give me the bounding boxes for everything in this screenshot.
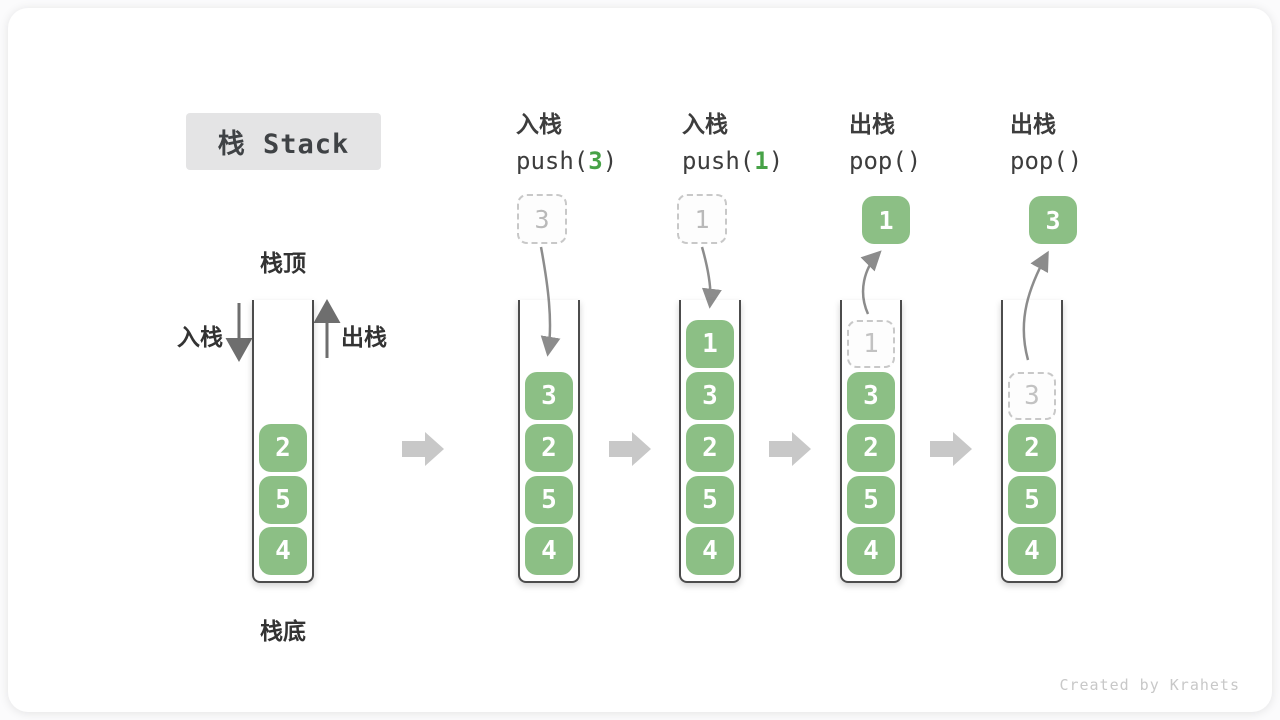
stack-initial-item-2: 2 <box>259 424 307 472</box>
stack-after-pop-3-item-2: 2 <box>1008 424 1056 472</box>
operation-code: push(3) <box>516 143 617 180</box>
stack-after-push-1-item-5: 5 <box>686 475 734 524</box>
stack-after-push-1-item-2: 2 <box>686 424 734 472</box>
stack-after-push-1-item-3: 3 <box>686 372 734 420</box>
pop-direction-label: 出栈 <box>341 324 387 350</box>
code-suffix: ) <box>1067 147 1083 175</box>
code-argument: 1 <box>754 147 769 175</box>
code-suffix: ) <box>906 147 922 175</box>
floating-value-1: 1 <box>862 196 910 244</box>
stack-container-initial <box>252 300 314 583</box>
stack-after-pop-1-item-3: 3 <box>847 372 895 420</box>
stack-after-pop-1-item-1: 1 <box>847 320 895 368</box>
code-prefix: pop( <box>1010 147 1068 175</box>
code-suffix: ) <box>768 147 784 175</box>
operation-name: 出栈 <box>849 111 895 137</box>
page-title: 栈 Stack <box>217 129 350 160</box>
operation-header-3: 出栈 pop() <box>849 106 921 180</box>
stack-after-push-1-item-1: 1 <box>686 320 734 368</box>
push-direction-label: 入栈 <box>177 324 223 350</box>
code-argument: 3 <box>588 147 603 175</box>
stack-initial-item-4: 4 <box>259 527 307 575</box>
floating-value-3: 3 <box>517 194 567 244</box>
operation-name: 出栈 <box>1010 111 1056 137</box>
stack-after-push-3-item-5: 5 <box>525 475 573 524</box>
code-prefix: pop( <box>849 147 907 175</box>
title-box: 栈 Stack <box>186 113 381 170</box>
stack-container-after-push-3 <box>518 300 580 583</box>
operation-code: pop() <box>849 143 921 180</box>
stack-after-pop-3-item-3: 3 <box>1008 372 1056 420</box>
operation-code: pop() <box>1010 143 1082 180</box>
stack-bottom-label: 栈底 <box>260 618 306 644</box>
stack-container-after-push-1 <box>679 300 741 583</box>
stack-after-pop-3-item-4: 4 <box>1008 527 1056 575</box>
stack-after-pop-1-item-2: 2 <box>847 424 895 472</box>
stack-after-push-3-item-4: 4 <box>525 527 573 575</box>
code-prefix: push( <box>682 147 755 175</box>
watermark: Created by Krahets <box>1059 676 1240 694</box>
operation-name: 入栈 <box>516 111 562 137</box>
stack-after-push-3-item-2: 2 <box>525 424 573 472</box>
operation-code: push(1) <box>682 143 783 180</box>
stack-after-pop-1-item-4: 4 <box>847 527 895 575</box>
operation-name: 入栈 <box>682 111 728 137</box>
stack-container-after-pop-3 <box>1001 300 1063 583</box>
stack-after-pop-1-item-5: 5 <box>847 475 895 524</box>
code-suffix: ) <box>602 147 618 175</box>
floating-value-3: 3 <box>1029 196 1077 244</box>
stack-after-pop-3-item-5: 5 <box>1008 475 1056 524</box>
operation-header-2: 入栈 push(1) <box>682 106 783 180</box>
operation-header-1: 入栈 push(3) <box>516 106 617 180</box>
stack-after-push-1-item-4: 4 <box>686 527 734 575</box>
code-prefix: push( <box>516 147 589 175</box>
floating-value-1: 1 <box>677 194 727 244</box>
stack-after-push-3-item-3: 3 <box>525 372 573 420</box>
operation-header-4: 出栈 pop() <box>1010 106 1082 180</box>
stack-top-label: 栈顶 <box>260 250 306 276</box>
stack-container-after-pop-1 <box>840 300 902 583</box>
stack-initial-item-5: 5 <box>259 475 307 524</box>
